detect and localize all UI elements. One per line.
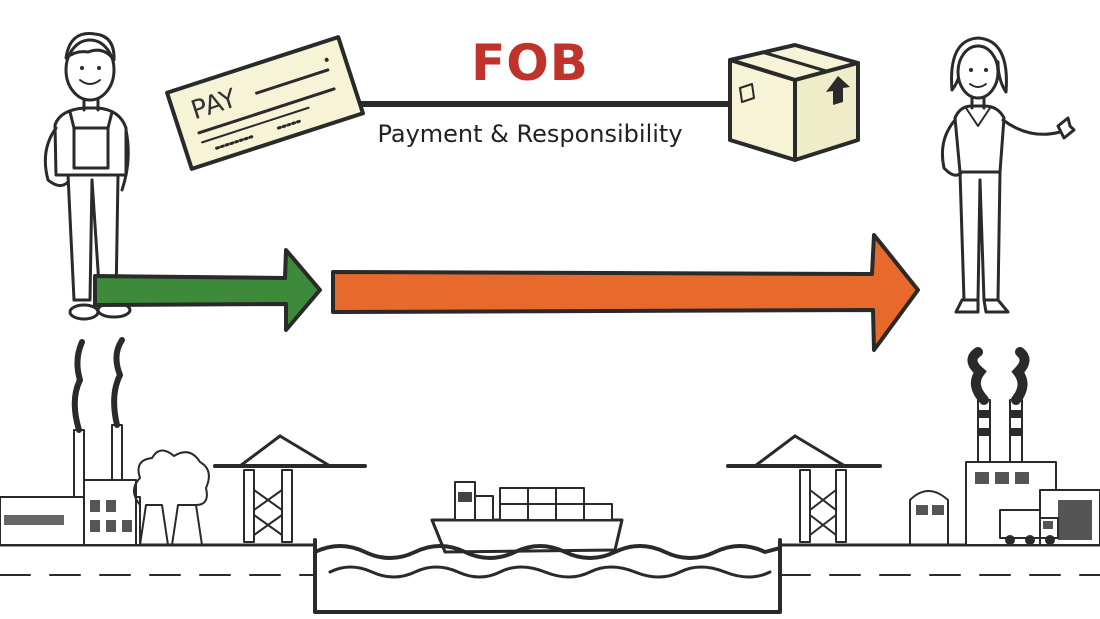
crane-icon (726, 434, 882, 543)
truck-icon (999, 509, 1059, 545)
seller-head (64, 38, 116, 102)
water-waves-icon (313, 538, 782, 614)
cargo-ship-icon (430, 481, 624, 554)
buyer-responsibility-arrow (331, 233, 920, 352)
factory-icon (0, 337, 210, 546)
crane-icon (213, 434, 367, 543)
buyer-figure (940, 36, 1076, 314)
check-icon: PAY (165, 35, 365, 171)
package-box-icon (728, 43, 860, 162)
page-title: FOB (471, 34, 589, 92)
subtitle: Payment & Responsibility (377, 120, 682, 148)
up-arrow-icon (826, 76, 850, 105)
buyer-head (956, 44, 1000, 100)
seller-responsibility-arrow (93, 248, 322, 332)
